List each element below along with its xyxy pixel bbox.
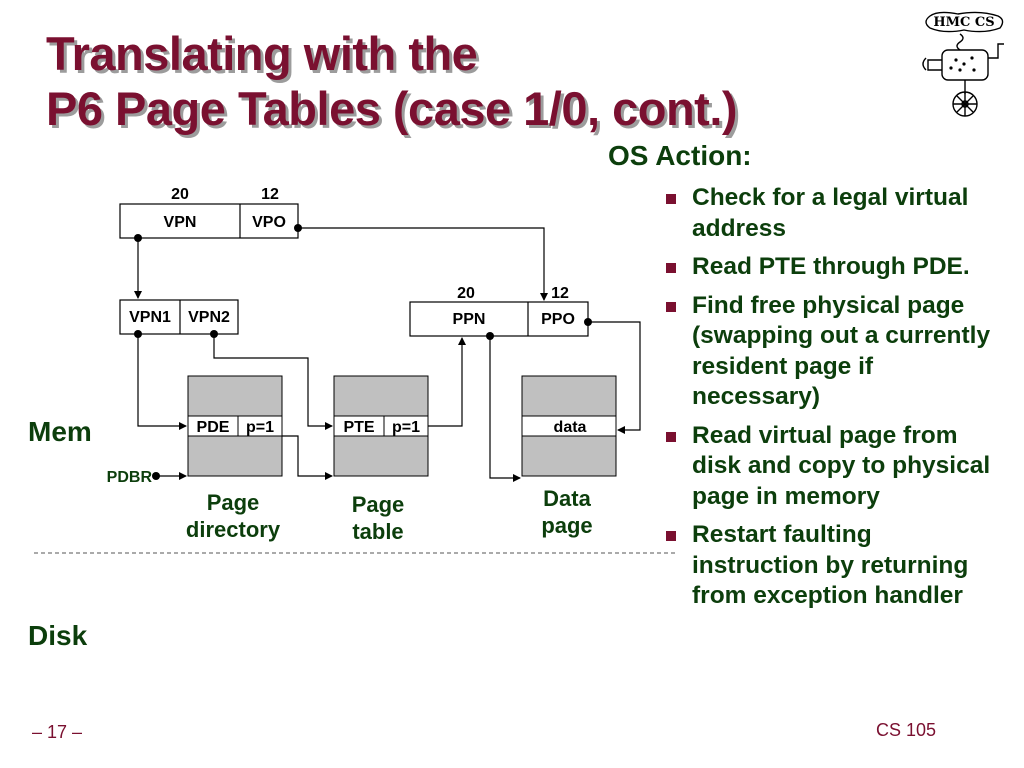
ppo-label: PPO	[541, 311, 575, 328]
virtual-address-box	[119, 203, 299, 239]
data-label: data	[554, 419, 587, 436]
bullet-square-icon	[666, 194, 676, 204]
data-page-caption-1: Data	[543, 486, 591, 511]
vpn1-label: VPN1	[129, 309, 171, 326]
page-number: – 17 –	[32, 722, 83, 742]
course-label: CS 105	[876, 720, 937, 740]
page-table	[333, 375, 429, 477]
bullet-text: Restart faulting instruction by returnin…	[692, 521, 969, 609]
vpn-bits-label: 20	[171, 186, 189, 203]
connector-lines	[134, 227, 641, 482]
page-directory-caption-1: Page	[207, 490, 260, 515]
vpn2-label: VPN2	[188, 309, 230, 326]
ppo-bits-label: 12	[551, 285, 569, 302]
pdbr-label: PDBR	[107, 469, 153, 486]
pde-label: PDE	[197, 419, 230, 436]
pte-present-bit: p=1	[392, 419, 420, 436]
connector-dots	[134, 224, 592, 480]
bullet-item: Check for a legal virtual address	[664, 183, 1004, 244]
page-directory-table	[187, 375, 283, 477]
bullet-text: Read PTE through PDE.	[692, 253, 970, 280]
bullet-text: Check for a legal virtual address	[692, 184, 969, 242]
slide-title: Translating with the P6 Page Tables (cas…	[46, 26, 738, 136]
bullet-text: Read virtual page from disk and copy to …	[692, 421, 991, 510]
bullet-square-icon	[666, 431, 676, 442]
page-table-caption-2: table	[352, 519, 403, 544]
page-table-caption-1: Page	[352, 492, 405, 517]
bullet-item: Restart faulting instruction by returnin…	[664, 520, 1004, 612]
bullet-text: Find free physical page (swapping out a …	[692, 291, 991, 411]
bullet-item: Read PTE through PDE.	[664, 252, 1004, 283]
page-directory-caption-2: directory	[186, 517, 281, 542]
disk-label: Disk	[28, 620, 88, 651]
physical-address-box	[409, 301, 589, 337]
os-action-list: Check for a legal virtual address Read P…	[664, 183, 1004, 620]
os-action-heading: OS Action:	[608, 140, 752, 171]
vpn-label: VPN	[164, 214, 197, 231]
title-line-2: P6 Page Tables (case 1/0, cont.)	[46, 82, 738, 135]
ppn-label: PPN	[453, 311, 486, 328]
vpo-bits-label: 12	[261, 186, 279, 203]
bullet-square-icon	[666, 531, 676, 541]
bullet-square-icon	[666, 301, 676, 312]
bullet-item: Find free physical page (swapping out a …	[664, 291, 1004, 413]
vpo-label: VPO	[252, 214, 286, 231]
logo-text: HMC CS	[933, 15, 994, 30]
mem-label: Mem	[28, 416, 92, 447]
vpn-split-box	[119, 299, 239, 335]
title-line-1: Translating with the	[46, 27, 478, 80]
bullet-item: Read virtual page from disk and copy to …	[664, 421, 1004, 513]
data-page	[521, 375, 617, 477]
bullet-square-icon	[666, 263, 676, 273]
pde-present-bit: p=1	[246, 419, 274, 436]
hmc-cs-logo: HMC CS	[922, 11, 1004, 117]
pte-label: PTE	[343, 419, 374, 436]
ppn-bits-label: 20	[457, 285, 475, 302]
data-page-caption-2: page	[541, 513, 592, 538]
